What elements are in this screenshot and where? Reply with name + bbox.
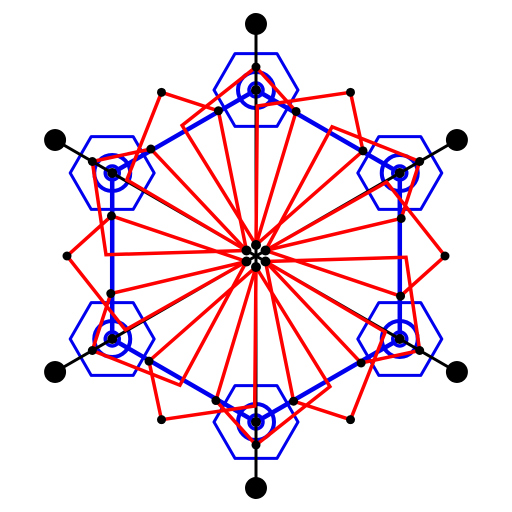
node-center-dot [394,334,405,344]
terminal-node [445,129,468,151]
vertex-dot [346,415,355,425]
center-dot [260,256,271,267]
terminal-node [245,477,267,499]
terminal-node [44,129,67,151]
center-dot [251,262,261,272]
center-dot [251,240,261,250]
vertex-dot [440,251,450,261]
vertex-dot [346,87,355,97]
node-center-dot [251,417,261,427]
vertex-dot [251,440,261,450]
vertex-dot [396,213,406,223]
vertex-dot [289,396,299,406]
kite-quadrilateral [262,124,422,254]
terminal-node [445,361,468,383]
vertex-dot [157,415,166,425]
small-hexagons-layer [68,52,444,460]
small-hexagon [212,52,300,128]
center-dot [260,245,271,256]
vertex-dot [396,291,406,301]
small-hexagon [68,301,156,377]
vertex-dot [62,251,72,261]
small-hexagon [356,135,444,211]
vertex-dot [87,346,97,355]
vertex-dots-layer [44,13,468,499]
terminal-node [44,361,67,383]
vertex-dot [87,157,97,166]
vertex-dot [211,396,221,406]
vertex-dot [251,62,261,72]
vertex-dot [358,146,368,156]
vertex-dot [415,346,425,355]
vertex-dot [213,106,223,116]
node-center-dot [251,85,261,95]
vertex-dot [291,106,301,116]
small-hexagon [68,135,156,211]
vertex-dot [415,157,425,166]
small-hexagon [356,301,444,377]
center-dot [241,245,252,256]
node-center-dot [394,168,405,178]
vertex-dot [106,211,116,221]
vertex-dot [157,87,166,97]
kite-quadrilateral [90,258,250,388]
center-dot [241,256,252,267]
node-center-dot [107,168,118,178]
small-hexagon [212,384,300,460]
vertex-dot [106,289,116,299]
terminal-node [245,13,267,35]
node-center-dot [107,334,118,344]
vertex-dot [144,356,154,366]
vertex-dot [356,358,366,368]
vertex-dot [146,144,156,154]
